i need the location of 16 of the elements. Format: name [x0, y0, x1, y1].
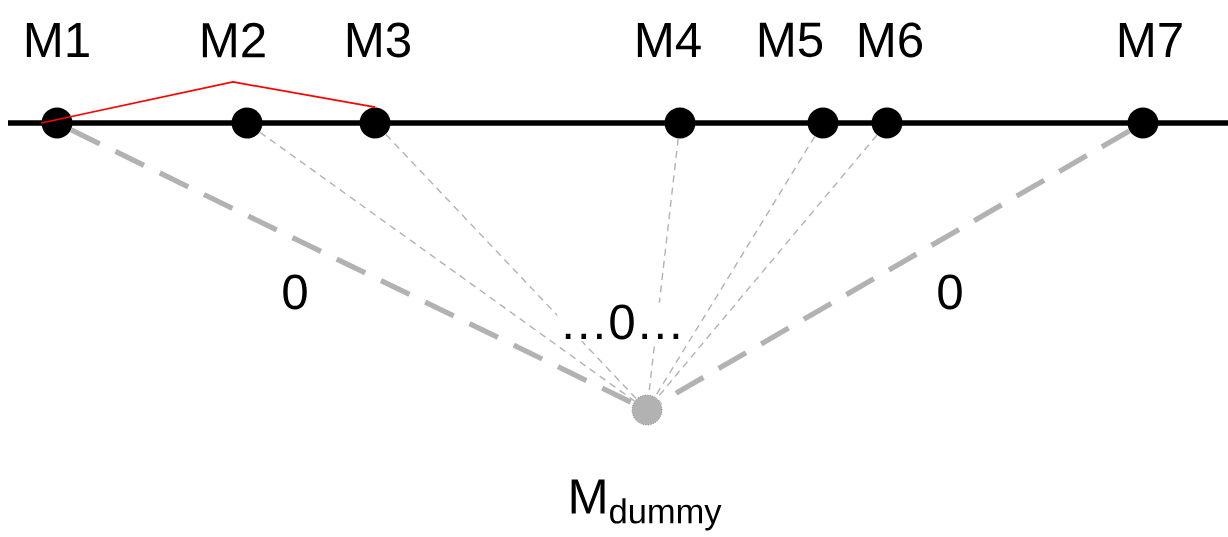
dot-label: M7 — [1119, 23, 1182, 57]
connector-line — [656, 134, 878, 399]
dot-label: M3 — [347, 22, 410, 58]
connector-line — [259, 131, 636, 402]
dot-label: M4 — [637, 23, 701, 57]
connector-line — [385, 133, 638, 400]
dot-label: M5 — [759, 22, 823, 58]
dot-label: M$_{dummy}$ — [571, 479, 722, 531]
dot-label: M1 — [26, 23, 89, 57]
value-label: …0… — [557, 302, 687, 342]
value-label: 0 — [934, 272, 966, 312]
value-label: 0 — [279, 272, 311, 312]
connector-line — [40, 81, 376, 124]
dot-label: M6 — [859, 22, 922, 58]
dot-label: M2 — [202, 22, 265, 58]
connector-line — [658, 128, 1131, 405]
